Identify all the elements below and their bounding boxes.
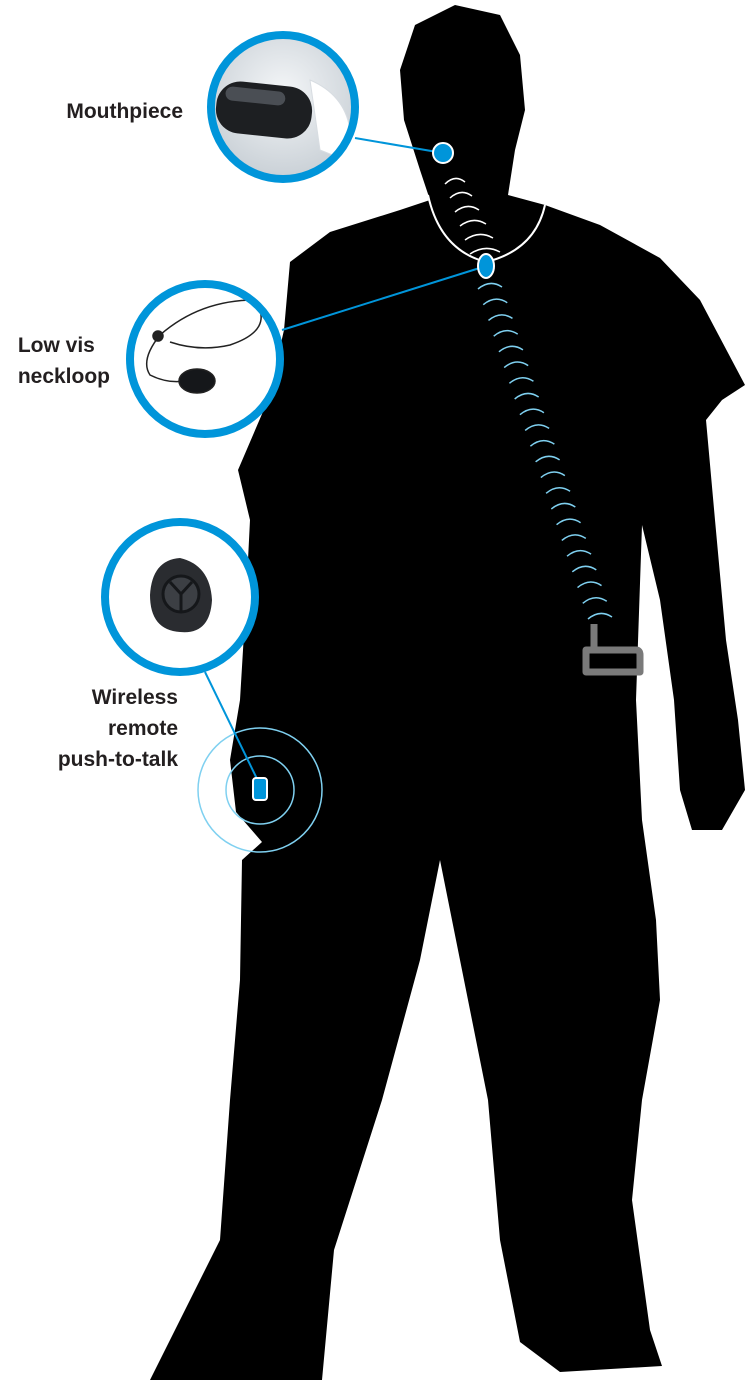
signal-waves	[444, 177, 613, 620]
remote-label: Wireless remote push-to-talk	[58, 682, 178, 775]
neckloop-device-icon	[145, 299, 262, 394]
signal-wave-arc	[561, 534, 587, 542]
signal-wave-arc	[459, 219, 487, 227]
label-line: push-to-talk	[57, 748, 178, 771]
mouthpiece-callout	[207, 31, 359, 183]
label-line: Mouthpiece	[66, 100, 183, 123]
remote-signal-ring-inner	[225, 755, 295, 825]
signal-wave-arc	[587, 612, 613, 620]
remote-marker	[252, 777, 268, 801]
label-line: remote	[107, 717, 178, 740]
signal-wave-arc	[498, 345, 524, 353]
signal-wave-arc	[545, 487, 571, 494]
signal-wave-arc	[477, 282, 503, 290]
label-line: Wireless	[91, 686, 178, 709]
signal-wave-arc	[577, 581, 602, 589]
mouthpiece-marker	[432, 142, 454, 164]
label-line: neckloop	[17, 365, 110, 388]
mouthpiece-label: Mouthpiece	[66, 96, 183, 127]
signal-wave-arc	[524, 424, 550, 432]
signal-wave-arc	[444, 177, 466, 185]
signal-wave-arc	[566, 549, 592, 557]
radio-icon	[582, 624, 644, 676]
remote-button-device-icon	[150, 558, 212, 633]
remote-signal-ring-outer	[197, 727, 323, 853]
remote-callout	[101, 518, 259, 676]
signal-wave-arc	[571, 565, 597, 573]
mouthpiece-leader-line	[354, 137, 444, 154]
signal-wave-arc	[550, 502, 576, 510]
signal-wave-arc	[556, 518, 581, 526]
signal-wave-arc	[519, 408, 545, 416]
signal-wave-arc	[493, 329, 519, 337]
signal-wave-arc	[514, 392, 540, 400]
remote-leader-line	[204, 671, 261, 786]
signal-wave-arc	[487, 314, 513, 322]
signal-wave-arc	[508, 377, 534, 384]
neckloop-label: Low vis neckloop	[18, 330, 110, 392]
signal-wave-arc	[449, 191, 473, 199]
label-line: Low vis	[17, 334, 95, 357]
neckloop-callout	[126, 280, 284, 438]
signal-wave-arc	[454, 205, 480, 213]
signal-wave-arc	[582, 597, 608, 604]
neckloop-leader-line	[281, 265, 487, 331]
signal-wave-arc	[540, 471, 566, 479]
neckloop-marker	[477, 253, 495, 279]
signal-wave-arc	[503, 361, 529, 369]
mouthpiece-device-icon	[215, 79, 351, 161]
signal-wave-arc	[529, 439, 555, 447]
person-silhouette	[150, 5, 745, 1380]
signal-wave-arc	[482, 298, 508, 306]
signal-wave-arc	[469, 247, 501, 255]
signal-wave-arc	[464, 233, 494, 241]
signal-wave-arc	[535, 455, 561, 463]
